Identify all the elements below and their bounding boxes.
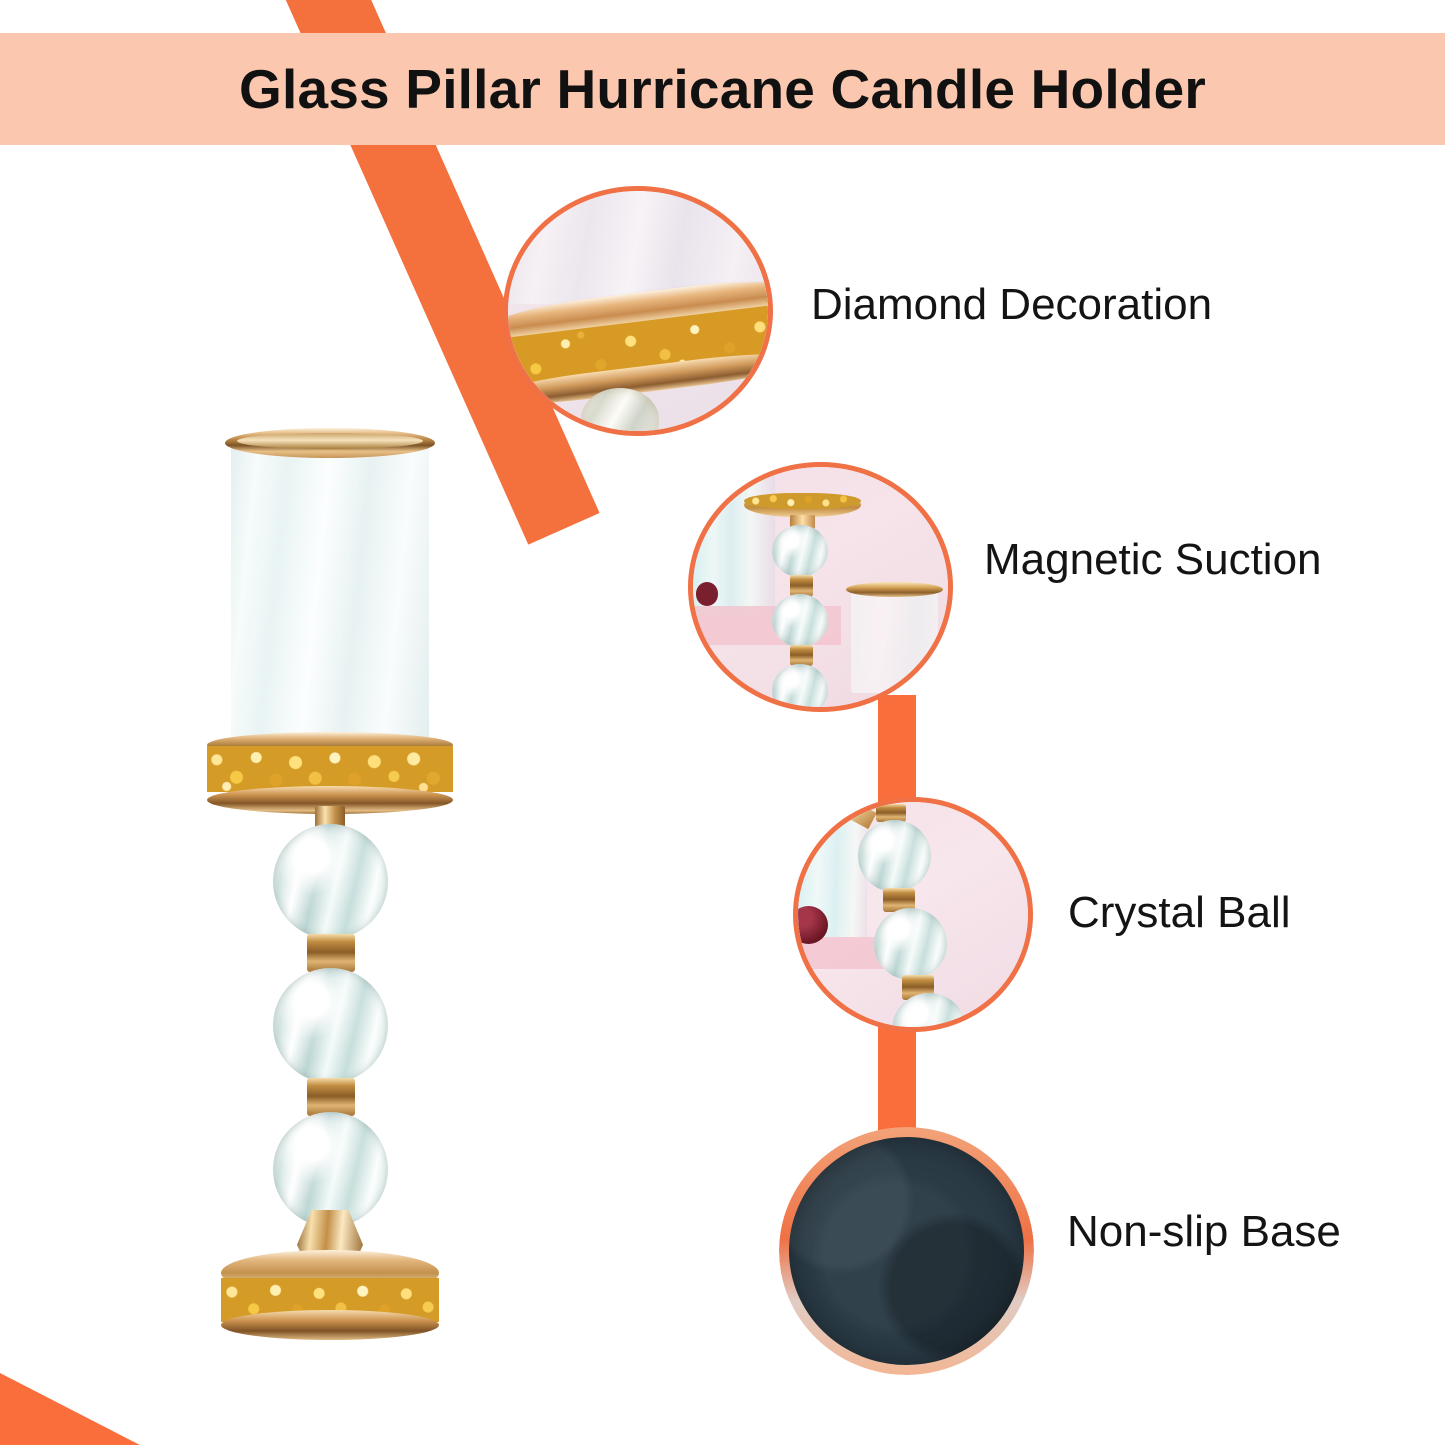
feature-label-crystal-ball: Crystal Ball xyxy=(1068,888,1291,937)
feature-label-magnetic-suction: Magnetic Suction xyxy=(984,535,1322,584)
glass-cylinder xyxy=(231,442,429,740)
crystal-ball-3 xyxy=(273,1112,388,1227)
stem-collar-1 xyxy=(307,934,355,972)
feature-circle-non-slip-base[interactable] xyxy=(779,1127,1034,1375)
feature-circle-diamond-decoration[interactable] xyxy=(503,186,773,436)
stem-collar-2 xyxy=(307,1078,355,1116)
feature-image-diamond-decoration xyxy=(508,191,768,431)
base-foot-rim xyxy=(221,1310,439,1340)
corner-triangle-decoration xyxy=(0,1373,140,1445)
feature-image-non-slip-base xyxy=(779,1127,1034,1375)
page-title: Glass Pillar Hurricane Candle Holder xyxy=(239,58,1206,120)
title-banner-background xyxy=(0,33,1445,145)
diamond-glitter-band xyxy=(207,746,453,792)
crystal-ball-1 xyxy=(273,824,388,939)
product-hero-image xyxy=(185,420,505,1370)
feature-image-crystal-ball xyxy=(798,802,1028,1027)
feature-label-diamond-decoration: Diamond Decoration xyxy=(811,280,1213,329)
stem-collar-top xyxy=(315,806,345,828)
feature-image-magnetic-suction xyxy=(693,467,948,707)
feature-label-non-slip-base: Non-slip Base xyxy=(1067,1207,1341,1256)
crystal-ball-2 xyxy=(273,968,388,1083)
feature-circle-crystal-ball[interactable] xyxy=(793,797,1033,1032)
feature-circle-magnetic-suction[interactable] xyxy=(688,462,953,712)
gold-top-rim-inner xyxy=(237,433,423,449)
